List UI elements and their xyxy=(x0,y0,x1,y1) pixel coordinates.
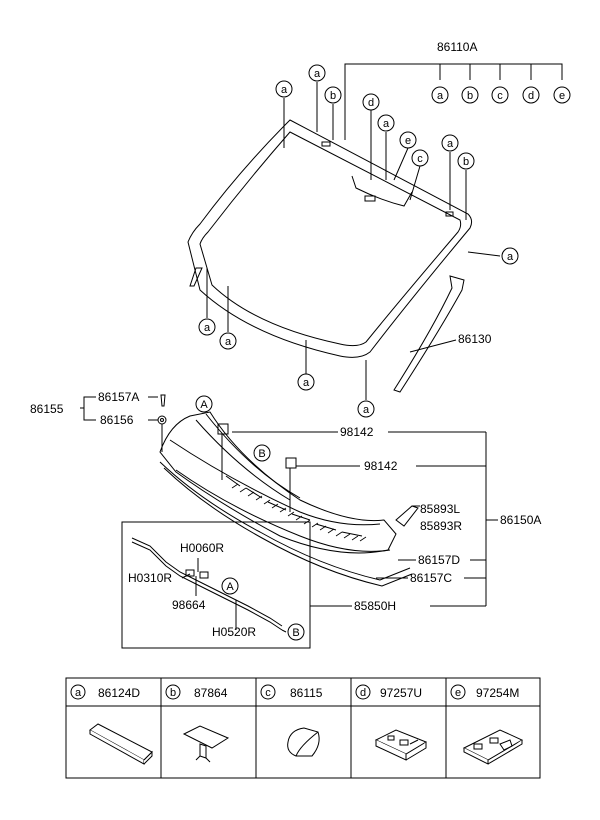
svg-text:a: a xyxy=(383,118,390,130)
svg-text:e: e xyxy=(559,90,565,102)
label-85850H: 85850H xyxy=(354,599,396,613)
svg-text:c: c xyxy=(265,687,271,699)
svg-text:b: b xyxy=(170,687,176,699)
svg-text:97254M: 97254M xyxy=(476,686,519,700)
svg-text:86124D: 86124D xyxy=(98,686,140,700)
part-icon-86124D xyxy=(89,723,153,765)
svg-text:d: d xyxy=(368,97,374,109)
letter-callouts xyxy=(195,64,571,641)
label-H0310R: H0310R xyxy=(128,571,172,585)
svg-text:b: b xyxy=(330,90,336,102)
label-86110A: 86110A xyxy=(437,40,477,54)
washer-hose xyxy=(131,537,287,633)
svg-text:A: A xyxy=(200,399,208,411)
label-98664: 98664 xyxy=(172,598,206,612)
svg-text:B: B xyxy=(292,627,299,639)
label-86130: 86130 xyxy=(458,332,492,346)
label-H0520R: H0520R xyxy=(212,625,256,639)
left-molding-piece xyxy=(189,267,203,287)
cowl-leaders xyxy=(80,396,498,607)
label-86156: 86156 xyxy=(100,413,134,427)
svg-text:a: a xyxy=(75,687,82,699)
svg-text:d: d xyxy=(360,687,366,699)
table-headers: a 86124D b 87864 c 86115 d 97257U e 9725… xyxy=(70,684,519,700)
svg-text:b: b xyxy=(467,90,473,102)
svg-text:d: d xyxy=(528,90,534,102)
svg-text:a: a xyxy=(225,336,232,348)
cowl-fasteners xyxy=(157,394,419,527)
part-icon-87864 xyxy=(182,725,230,763)
svg-text:a: a xyxy=(314,68,321,80)
label-98142-lower: 98142 xyxy=(364,459,398,473)
label-86155: 86155 xyxy=(30,402,64,416)
part-icon-97257U xyxy=(374,729,428,761)
label-98142-upper: 98142 xyxy=(340,425,374,439)
svg-text:a: a xyxy=(204,322,211,334)
label-H0060R: H0060R xyxy=(180,541,224,555)
svg-text:e: e xyxy=(405,135,411,147)
label-86157C: 86157C xyxy=(410,571,452,585)
svg-text:a: a xyxy=(363,404,370,416)
label-86157D: 86157D xyxy=(418,553,460,567)
svg-text:86115: 86115 xyxy=(290,686,323,700)
svg-text:87864: 87864 xyxy=(194,686,228,700)
svg-text:e: e xyxy=(455,687,461,699)
svg-text:a: a xyxy=(303,377,310,389)
label-85893L: 85893L xyxy=(420,502,460,516)
svg-text:a: a xyxy=(281,84,288,96)
parts-table xyxy=(65,677,541,779)
label-86157A: 86157A xyxy=(98,390,139,404)
svg-text:B: B xyxy=(258,448,265,460)
svg-text:97257U: 97257U xyxy=(380,686,422,700)
label-86150A: 86150A xyxy=(500,513,541,527)
label-85893R: 85893R xyxy=(420,519,462,533)
part-icon-97254M xyxy=(462,729,524,765)
svg-text:a: a xyxy=(507,251,514,263)
svg-text:b: b xyxy=(463,156,469,168)
windshield-leaders xyxy=(206,63,563,400)
part-icon-86115 xyxy=(287,727,320,757)
svg-text:a: a xyxy=(437,90,444,102)
svg-text:c: c xyxy=(417,153,423,165)
windshield-glass xyxy=(187,119,473,358)
svg-text:a: a xyxy=(447,138,454,150)
svg-text:A: A xyxy=(226,581,234,593)
letter-callout-text: a a b d a e c a b a b c d e a a a a a A … xyxy=(200,68,565,639)
hose-detail-box xyxy=(121,521,311,649)
svg-text:c: c xyxy=(497,90,503,102)
side-molding xyxy=(393,275,465,393)
cowl-seal-strip xyxy=(159,461,413,587)
